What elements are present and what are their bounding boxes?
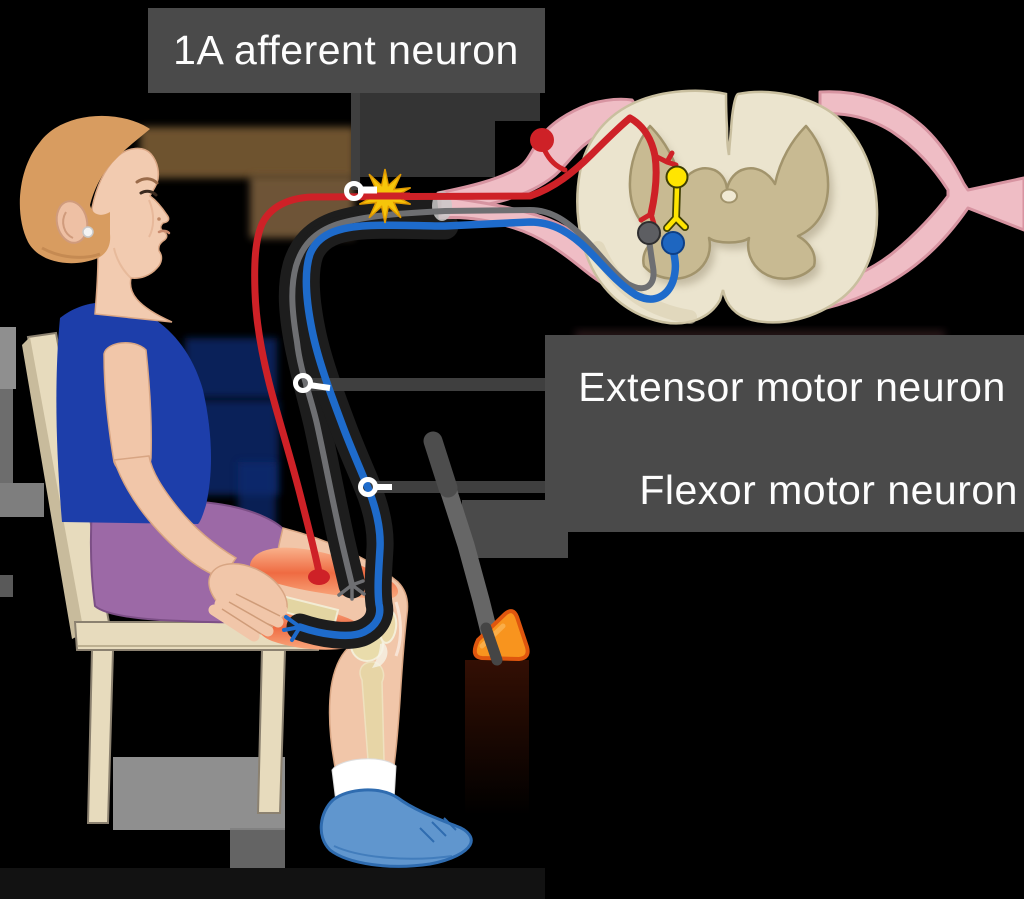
cord-neurons: [637, 165, 689, 255]
extensor-marker: [293, 373, 313, 393]
extensor-soma: [637, 221, 661, 245]
flexor-leader-line: [370, 481, 545, 493]
chair-back-leg: [86, 649, 115, 824]
muscle-spindle-ending: [308, 569, 330, 585]
arm: [103, 342, 288, 642]
upper-arm: [103, 342, 153, 475]
lips: [157, 229, 171, 235]
afferent-terminals: [638, 150, 679, 227]
dorsal-root-ganglion: [530, 128, 554, 152]
shoe: [319, 788, 473, 868]
interneuron-soma: [665, 165, 689, 189]
chair-front-leg: [256, 649, 287, 814]
flexor-soma: [661, 231, 685, 255]
nostril: [157, 217, 161, 221]
afferent-marker: [344, 181, 364, 201]
extensor-leader-line: [303, 378, 545, 391]
extensor-fiber: [289, 207, 657, 588]
eye: [139, 189, 158, 197]
extensor-label: Extensor motor neuron: [578, 364, 1006, 410]
neuron-fibers: [251, 114, 680, 642]
afferent-label-box: [148, 8, 545, 93]
markers: [293, 181, 392, 497]
earring: [82, 226, 94, 238]
extensor-nmj: [337, 579, 366, 601]
flexor-label: Flexor motor neuron: [639, 467, 1018, 513]
afferent-leader-line: [351, 92, 360, 190]
hammer-artifact-streak: [465, 660, 529, 815]
central-canal: [720, 188, 738, 204]
shoe-laces: [419, 817, 457, 843]
afferent-fiber: [251, 114, 660, 581]
motor-label-box: [545, 335, 1024, 532]
flexor-marker: [358, 477, 378, 497]
reflex-hammer: [423, 431, 530, 815]
interneuron-axon: [664, 184, 688, 231]
afferent-label: 1A afferent neuron: [173, 27, 519, 73]
patellar-tendon: [372, 643, 388, 668]
flexor-nmj: [282, 615, 302, 642]
eyebrow: [135, 177, 159, 185]
labels: 1A afferent neuron Extensor motor neuron…: [148, 8, 1024, 558]
flexor-fiber: [296, 218, 680, 640]
fingers: [208, 580, 288, 642]
ear: [55, 200, 89, 244]
hammer-handle-tip: [480, 622, 503, 666]
ganglion-stem: [542, 148, 568, 173]
hair: [19, 115, 151, 264]
finger-seams: [221, 593, 281, 635]
